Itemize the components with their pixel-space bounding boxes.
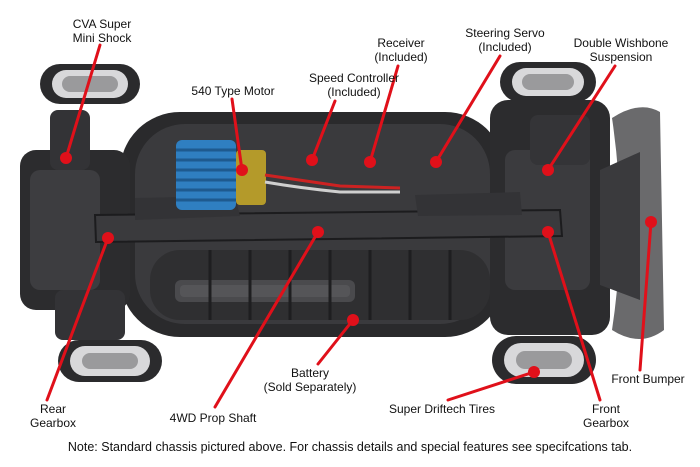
label-line: (Included): [478, 40, 532, 54]
label-cva-super-mini-shock: CVA Super Mini Shock: [62, 17, 142, 45]
callout-speed-controller-line: [310, 99, 337, 162]
label-line: Front: [591, 402, 620, 416]
label-battery: Battery (Sold Separately): [255, 366, 365, 394]
callout-cva-shock-line: [64, 43, 102, 160]
callout-rear-gearbox-line: [45, 236, 110, 402]
front-right-wheel: [492, 336, 596, 384]
label-speed-controller: Speed Controller (Included): [302, 71, 406, 99]
label-line: Double Wishbone: [573, 36, 669, 50]
label-line: Front Bumper: [611, 372, 685, 386]
label-receiver: Receiver (Included): [368, 36, 434, 64]
callout-prop-shaft-line: [213, 230, 320, 409]
callout-motor-dot: [236, 164, 248, 176]
label-line: Gearbox: [582, 416, 630, 430]
front-bumper-shape: [600, 107, 664, 339]
callout-front-bumper-dot: [645, 216, 657, 228]
callout-lines: [45, 43, 657, 409]
label-line: Suspension: [589, 50, 653, 64]
callout-steering-servo-line: [434, 54, 502, 164]
front-left-wheel: [500, 62, 596, 102]
callout-suspension-line: [546, 64, 617, 172]
label-line: (Sold Separately): [263, 380, 357, 394]
callout-tires-dot: [528, 366, 540, 378]
callout-tires-line: [446, 370, 536, 402]
callout-battery-line: [316, 318, 355, 366]
label-super-driftech-tires: Super Driftech Tires: [380, 402, 504, 416]
label-line: (Included): [374, 50, 428, 64]
label-line: Super Driftech Tires: [388, 402, 496, 416]
label-rear-gearbox: Rear Gearbox: [28, 402, 78, 430]
motor-wires: [264, 173, 401, 194]
callout-speed-controller-dot: [306, 154, 318, 166]
callout-battery-dot: [347, 314, 359, 326]
label-line: Speed Controller: [308, 71, 400, 85]
label-line: Steering Servo: [465, 26, 545, 40]
label-line: 4WD Prop Shaft: [169, 411, 257, 425]
label-line: Mini Shock: [72, 31, 132, 45]
footnote: Note: Standard chassis pictured above. F…: [67, 440, 633, 454]
callout-front-gearbox-dot: [542, 226, 554, 238]
label-line: Gearbox: [29, 416, 77, 430]
label-4wd-prop-shaft: 4WD Prop Shaft: [165, 411, 261, 425]
label-line: Battery: [290, 366, 329, 380]
callout-suspension-dot: [542, 164, 554, 176]
callout-steering-servo-dot: [430, 156, 442, 168]
label-front-gearbox: Front Gearbox: [578, 402, 634, 430]
callout-cva-shock-dot: [60, 152, 72, 164]
callout-receiver-line: [368, 64, 400, 164]
rear-left-wheel: [40, 64, 140, 104]
label-line: 540 Type Motor: [191, 84, 275, 98]
callout-prop-shaft-dot: [312, 226, 324, 238]
callout-front-bumper-line: [638, 220, 653, 372]
callout-motor-line: [230, 97, 244, 172]
callout-front-gearbox-line: [546, 230, 602, 402]
label-line: Receiver: [377, 36, 425, 50]
label-540-type-motor: 540 Type Motor: [185, 84, 281, 98]
label-line: (Included): [327, 85, 381, 99]
label-line: CVA Super: [72, 17, 132, 31]
label-line: Rear: [39, 402, 66, 416]
label-double-wishbone-suspension: Double Wishbone Suspension: [566, 36, 676, 64]
label-steering-servo: Steering Servo (Included): [455, 26, 555, 54]
label-front-bumper: Front Bumper: [606, 372, 690, 386]
rear-right-wheel: [58, 340, 162, 382]
callout-rear-gearbox-dot: [102, 232, 114, 244]
motor-shape: [176, 140, 266, 210]
callout-receiver-dot: [364, 156, 376, 168]
